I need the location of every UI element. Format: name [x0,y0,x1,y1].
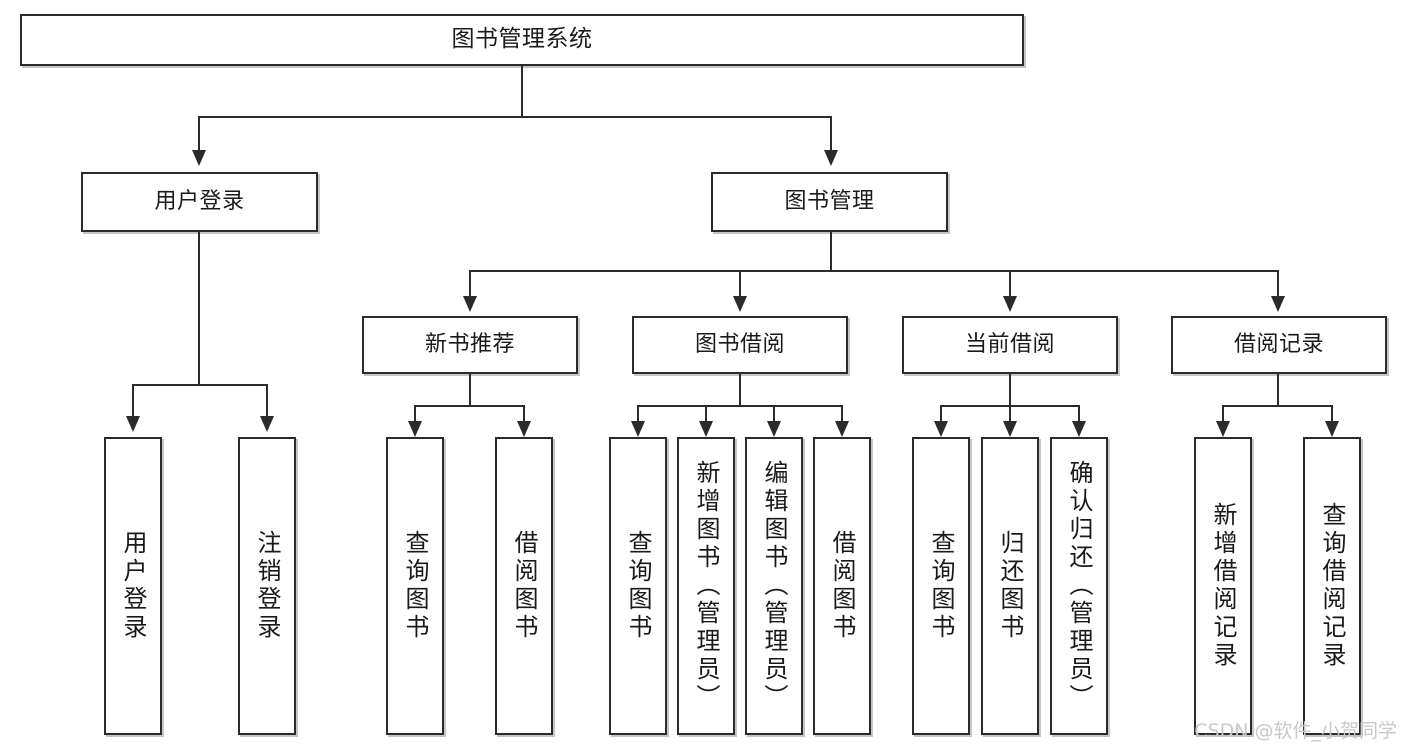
connector-currentborrow-stem [1009,374,1011,405]
connector-bookmgmt-stem [830,232,832,270]
leaf-borrow-book-recommend[interactable]: 借阅图书 [495,437,553,735]
arrowhead-icon [767,421,781,437]
arrowhead-icon [1072,421,1086,437]
connector-level2-drop-left [198,116,200,152]
node-label: 归还图书 [996,530,1024,642]
node-label: 用户登录 [154,188,245,214]
node-label: 编辑图书（管理员） [760,460,788,712]
arrowhead-icon [1271,296,1285,312]
leaf-query-borrow-record[interactable]: 查询借阅记录 [1303,437,1361,735]
leaf-return-book[interactable]: 归还图书 [981,437,1039,735]
connector-bookborrow-drop-2 [705,405,707,423]
connector-borrowrecord-bar [1222,405,1333,407]
connector-root-stem [521,66,523,116]
arrowhead-icon [699,421,713,437]
node-borrow-record[interactable]: 借阅记录 [1171,316,1387,374]
arrowhead-icon [733,296,747,312]
arrowhead-icon [192,150,206,166]
leaf-edit-book-admin[interactable]: 编辑图书（管理员） [745,437,803,735]
leaf-confirm-return-admin[interactable]: 确认归还（管理员） [1050,437,1108,735]
node-new-book-recommend[interactable]: 新书推荐 [362,316,578,374]
connector-currentborrow-drop-3 [1078,405,1080,423]
connector-level2-drop-right [830,116,832,152]
connector-level3-drop-4 [1277,270,1279,298]
node-label: 借阅记录 [1233,331,1324,357]
arrowhead-icon [517,421,531,437]
node-label: 借阅图书 [828,530,856,642]
arrowhead-icon [1003,296,1017,312]
node-label: 图书管理系统 [451,26,593,53]
connector-newbook-stem [469,374,471,405]
leaf-user-login[interactable]: 用户登录 [104,437,162,735]
connector-borrowrecord-drop-1 [1222,405,1224,423]
node-label: 查询借阅记录 [1318,502,1346,670]
node-book-management[interactable]: 图书管理 [711,172,948,232]
node-label: 查询图书 [927,530,955,642]
node-label: 借阅图书 [510,530,538,642]
node-label: 查询图书 [401,530,429,642]
node-label: 注销登录 [253,530,281,642]
connector-bookborrow-drop-1 [637,405,639,423]
connector-userlogin-drop-1 [132,384,134,418]
node-label: 图书管理 [784,188,875,214]
node-user-login[interactable]: 用户登录 [81,172,318,232]
leaf-add-book-admin[interactable]: 新增图书（管理员） [677,437,735,735]
arrowhead-icon [126,416,140,432]
leaf-borrow-book[interactable]: 借阅图书 [813,437,871,735]
leaf-add-borrow-record[interactable]: 新增借阅记录 [1194,437,1252,735]
node-book-borrow[interactable]: 图书借阅 [632,316,848,374]
node-label: 新增借阅记录 [1209,502,1237,670]
connector-bookborrow-drop-4 [841,405,843,423]
connector-bookborrow-bar [637,405,843,407]
arrowhead-icon [260,416,274,432]
arrowhead-icon [631,421,645,437]
node-current-borrow[interactable]: 当前借阅 [902,316,1118,374]
leaf-query-book-recommend[interactable]: 查询图书 [386,437,444,735]
connector-bookborrow-drop-3 [773,405,775,423]
connector-borrowrecord-drop-2 [1331,405,1333,423]
connector-newbook-drop-2 [523,405,525,423]
arrowhead-icon [1003,421,1017,437]
connector-level3-drop-3 [1009,270,1011,298]
connector-level3-bar [469,270,1279,272]
arrowhead-icon [463,296,477,312]
connector-bookborrow-stem [739,374,741,405]
connector-userlogin-bar [132,384,266,386]
connector-borrowrecord-stem [1277,374,1279,405]
node-label: 图书借阅 [694,331,785,357]
node-label: 查询图书 [624,530,652,642]
connector-newbook-bar [414,405,525,407]
leaf-query-book-current[interactable]: 查询图书 [912,437,970,735]
connector-level2-bar [198,116,832,118]
arrowhead-icon [835,421,849,437]
connector-newbook-drop-1 [414,405,416,423]
connector-level3-drop-2 [739,270,741,298]
node-label: 新书推荐 [424,331,515,357]
leaf-logout[interactable]: 注销登录 [238,437,296,735]
node-label: 新增图书（管理员） [692,460,720,712]
connector-level3-drop-1 [469,270,471,298]
connector-currentborrow-drop-1 [940,405,942,423]
node-label: 确认归还（管理员） [1065,460,1093,712]
node-label: 用户登录 [119,530,147,642]
arrowhead-icon [1325,421,1339,437]
leaf-query-book-borrow[interactable]: 查询图书 [609,437,667,735]
connector-userlogin-stem [198,232,200,384]
connector-userlogin-drop-2 [266,384,268,418]
arrowhead-icon [408,421,422,437]
arrowhead-icon [1216,421,1230,437]
csdn-watermark: CSDN @软件_小贺同学 [1194,720,1397,742]
connector-currentborrow-drop-2 [1009,405,1011,423]
node-label: 当前借阅 [964,331,1055,357]
arrowhead-icon [824,150,838,166]
arrowhead-icon [934,421,948,437]
node-root-system[interactable]: 图书管理系统 [20,14,1024,66]
